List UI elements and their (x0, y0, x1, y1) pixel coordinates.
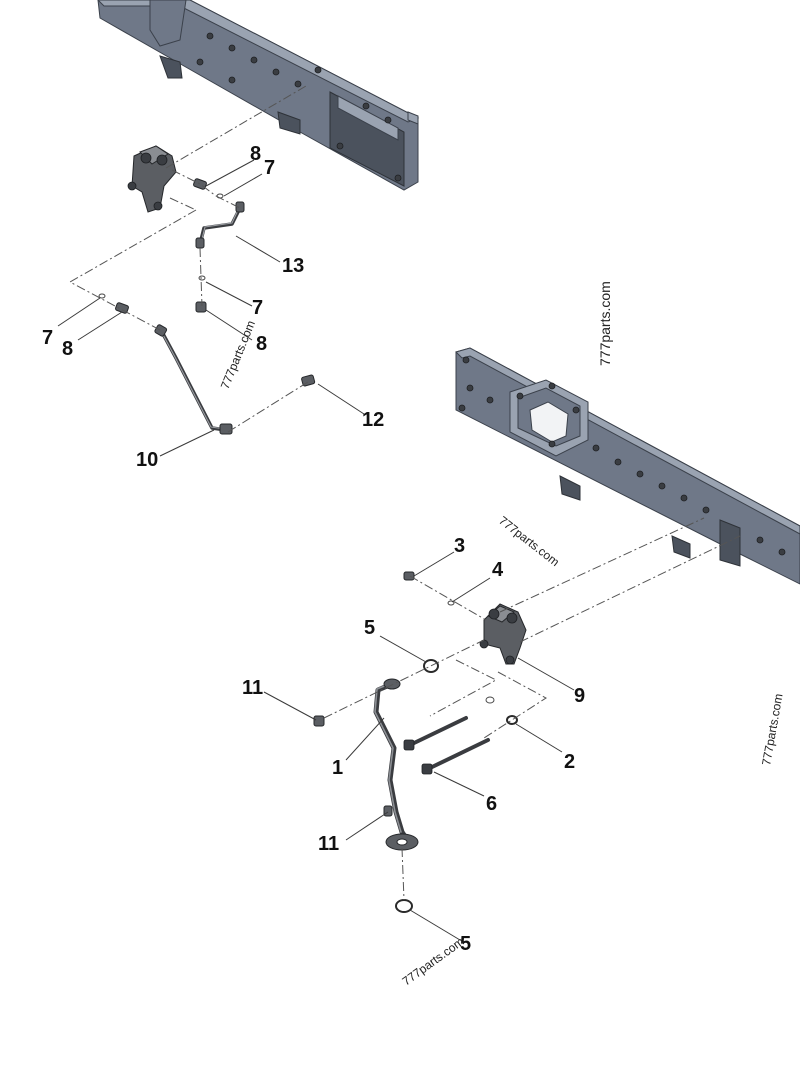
callout-1: 1 (332, 757, 343, 779)
callout-10: 10 (136, 449, 158, 471)
upper-callouts: 8 7 13 7 8 7 8 12 10 (42, 143, 384, 471)
callout-7-top: 7 (264, 157, 275, 179)
watermark-top-diagonal: 777parts.com (218, 318, 258, 391)
callout-5-lower: 5 (460, 933, 471, 955)
lower-fuel-tube (373, 678, 419, 851)
watermark-right-vertical: 777parts.com (597, 281, 613, 366)
callout-6: 6 (486, 793, 497, 815)
upper-valve-block (127, 145, 177, 213)
lower-rail-bolts (458, 356, 786, 556)
lower-valve-block (479, 603, 527, 665)
lower-callouts: 3 4 5 9 11 2 1 6 11 5 (242, 535, 585, 955)
watermark-bottom: 777parts.com (400, 934, 467, 988)
callout-8-top: 8 (250, 143, 261, 165)
lower-long-bolts (403, 716, 490, 775)
watermark-right-lower: 777parts.com (759, 692, 785, 766)
upper-assembly-lines (68, 85, 309, 433)
callout-9: 9 (574, 685, 585, 707)
lower-leader-lines (263, 551, 575, 941)
lower-assembly-lines (323, 517, 741, 901)
callout-11-lower: 11 (318, 833, 339, 855)
callout-12: 12 (362, 409, 384, 431)
callout-13: 13 (282, 255, 304, 277)
lower-fuel-rail-assembly: 3 4 5 9 11 2 1 6 11 5 777parts.com 777pa… (242, 347, 800, 988)
callout-8-mid: 8 (256, 333, 267, 355)
callout-11-upper: 11 (242, 677, 263, 699)
callout-4: 4 (492, 559, 504, 581)
watermark-middle: 777parts.com (496, 513, 562, 569)
callout-5-upper: 5 (364, 617, 375, 639)
upper-fittings (98, 178, 316, 387)
upper-fuel-rail (97, 0, 420, 191)
callout-2: 2 (564, 751, 575, 773)
callout-3: 3 (454, 535, 465, 557)
callout-7-mid: 7 (252, 297, 263, 319)
lower-fuel-rail (455, 347, 800, 585)
callout-7-left: 7 (42, 327, 53, 349)
callout-8-left: 8 (62, 338, 73, 360)
upper-tube-13 (195, 201, 245, 249)
rail-bolts (196, 32, 402, 182)
upper-tube-10 (154, 324, 233, 435)
upper-leader-lines (57, 159, 365, 457)
